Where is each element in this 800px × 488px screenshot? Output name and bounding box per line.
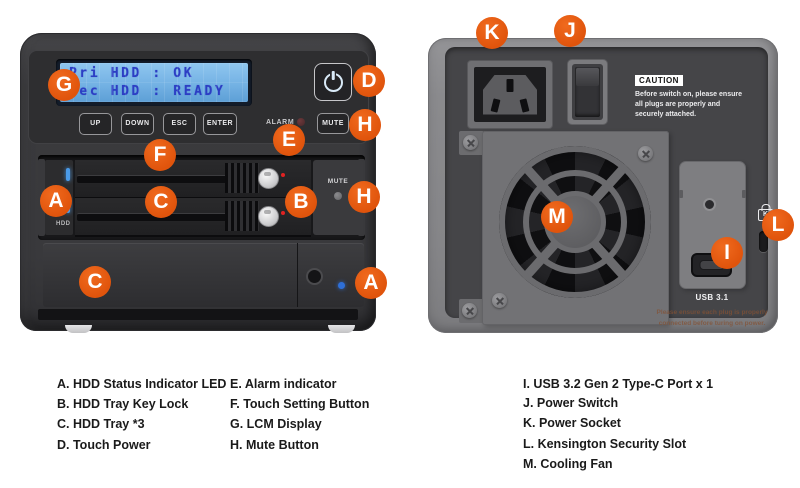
mute-led-label: MUTE (327, 178, 349, 185)
caution-line-3: securely attached. (635, 111, 697, 118)
front-foot-right (328, 325, 355, 333)
alarm-led (297, 118, 305, 126)
lcd-line-1: Pri HDD : OK (69, 66, 195, 81)
tray2-vents (225, 201, 259, 231)
usb-warning-line-2: connected before turing on power. (658, 320, 766, 327)
callout-j-power-switch: J (554, 15, 586, 47)
power-icon (323, 72, 343, 92)
callout-a-hdd-led: A (40, 185, 72, 217)
legend-g: G. LCM Display (230, 417, 322, 431)
fan-ring-outer (499, 146, 651, 298)
enter-button: ENTER (203, 113, 237, 135)
callout-b-key-lock: B (285, 186, 317, 218)
tray1-lock-indicator (281, 173, 285, 177)
legend-b: B. HDD Tray Key Lock (57, 397, 189, 411)
power-socket-recess (474, 67, 546, 122)
caution-line-2: all plugs are properly and (635, 101, 721, 108)
control-panel: Pri HDD : OK Sec HDD : READY UP DOWN ESC… (28, 50, 369, 144)
hdd-tray-1 (75, 160, 311, 199)
legend-d: D. Touch Power (57, 438, 151, 452)
mute-led (334, 192, 342, 200)
usb-warning-text: Please ensure each plug is properly conn… (641, 307, 783, 329)
rocker-highlight (576, 68, 599, 86)
lcm-screen: Pri HDD : OK Sec HDD : READY (60, 63, 248, 102)
legend-a: A. HDD Status Indicator LED (57, 377, 227, 391)
tray3-status-led (338, 282, 345, 289)
back-panel: CAUTION Before switch on, please ensure … (445, 47, 773, 327)
callout-h-mute-button: H (349, 109, 381, 141)
usb-warning-line-1: Please ensure each plug is properly (656, 309, 768, 316)
legend-l: L. Kensington Security Slot (523, 437, 687, 451)
tray-shadow (38, 309, 358, 320)
screw-bottom-left (462, 303, 477, 318)
screw-fan-top-right (638, 146, 653, 161)
callout-h-mute-led: H (348, 181, 380, 213)
caution-title: CAUTION (635, 75, 683, 86)
legend-i: I. USB 3.2 Gen 2 Type-C Port x 1 (523, 377, 714, 391)
hdd1-status-led (66, 168, 70, 181)
legend-j: J. Power Switch (523, 396, 619, 410)
cooling-fan-module (482, 131, 669, 325)
tray1-key-lock (258, 168, 279, 189)
callout-g-lcm-display: G (48, 69, 80, 101)
touch-power-button (314, 63, 352, 101)
legend-c: C. HDD Tray *3 (57, 417, 145, 431)
down-button: DOWN (121, 113, 154, 135)
tray1-handle (77, 175, 255, 183)
tray1-vents (225, 163, 259, 193)
socket-prong-right (519, 97, 530, 113)
power-switch-well (572, 64, 603, 120)
callout-f-touch-setting: F (144, 139, 176, 171)
callout-k-power-socket: K (476, 17, 508, 49)
hdd-tray-2 (75, 198, 311, 237)
usb-module-notch-right (742, 190, 746, 198)
tray3-divider (297, 243, 298, 307)
screw-top-left (463, 135, 478, 150)
iec-c14-inlet (483, 74, 537, 115)
legend-m: M. Cooling Fan (523, 457, 613, 471)
caution-line-1: Before switch on, please ensure (635, 91, 742, 98)
legend-e: E. Alarm indicator (230, 377, 337, 391)
callout-c-hdd-tray-3: C (79, 266, 111, 298)
legend-h: H. Mute Button (230, 438, 319, 452)
lcd-line-2: Sec HDD : READY (69, 84, 226, 99)
power-switch (567, 59, 608, 125)
screw-fan-bottom-left (492, 293, 507, 308)
alarm-label: ALARM (266, 119, 295, 126)
lcm-display: Pri HDD : OK Sec HDD : READY (56, 59, 252, 106)
kensington-security-slot (759, 231, 768, 252)
fan-ring-middle (523, 170, 627, 274)
callout-m-cooling-fan: M (541, 201, 573, 233)
usb-port-label: USB 3.1 (695, 293, 729, 302)
socket-prong-left (490, 97, 501, 113)
front-foot-left (65, 325, 92, 333)
hdd-label: HDD (56, 221, 71, 227)
usb-module-notch-left (679, 190, 683, 198)
enclosure-back-view: CAUTION Before switch on, please ensure … (428, 38, 778, 333)
power-switch-rocker (575, 67, 600, 117)
fan-blades (499, 146, 651, 298)
usb-module (679, 161, 746, 289)
socket-prong-top (506, 78, 514, 92)
legend-k: K. Power Socket (523, 416, 621, 430)
callout-c-hdd-tray: C (145, 186, 177, 218)
legend-f: F. Touch Setting Button (230, 397, 370, 411)
tray3-key-lock (306, 268, 323, 285)
callout-e-alarm: E (273, 124, 305, 156)
mute-button: MUTE (317, 113, 349, 134)
tray2-lock-indicator (281, 211, 285, 215)
callout-a-hdd-led-3: A (355, 267, 387, 299)
tray2-key-lock (258, 206, 279, 227)
callout-d-touch-power: D (353, 65, 385, 97)
up-button: UP (79, 113, 112, 135)
esc-button: ESC (163, 113, 196, 135)
usb-module-screw-hole (703, 198, 716, 211)
callout-i-usb-port: I (711, 237, 743, 269)
power-socket (467, 60, 553, 129)
callout-l-kensington: L (762, 209, 794, 241)
caution-text: Before switch on, please ensure all plug… (635, 90, 742, 120)
